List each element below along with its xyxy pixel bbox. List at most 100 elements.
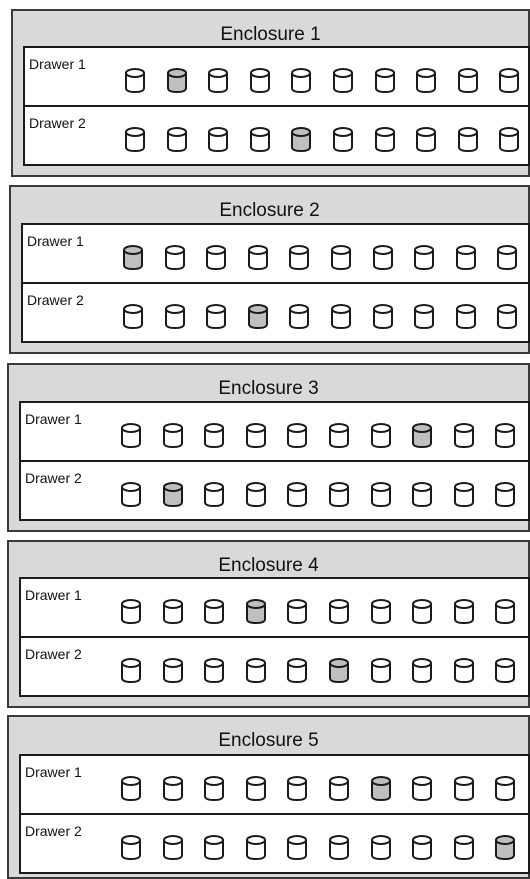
drawer-1: Drawer 1: [19, 754, 530, 815]
disk-icon: [286, 481, 308, 508]
disk-icon: [374, 126, 396, 153]
drawer-label: Drawer 2: [29, 115, 86, 131]
enclosure-3: Enclosure 3 Drawer 1 Drawer 2: [7, 363, 530, 532]
disk-icon: [124, 126, 146, 153]
disk-icon: [205, 303, 227, 330]
disk-icon: [411, 657, 433, 684]
disk-icon: [494, 598, 516, 625]
disk-icon: [120, 657, 142, 684]
disk-icon: [370, 657, 392, 684]
disk-icon: [411, 481, 433, 508]
drawer-2: Drawer 2: [23, 105, 530, 166]
disk-highlighted-icon: [162, 481, 184, 508]
drawer-label: Drawer 2: [25, 646, 82, 662]
disk-highlighted-icon: [245, 598, 267, 625]
disk-icon: [162, 422, 184, 449]
disk-icon: [330, 303, 352, 330]
drawer-label: Drawer 1: [25, 764, 82, 780]
enclosure-5: Enclosure 5 Drawer 1 Drawer 2: [7, 715, 530, 879]
disk-highlighted-icon: [166, 67, 188, 94]
disk-icon: [203, 657, 225, 684]
disk-icon: [498, 126, 520, 153]
disk-icon: [162, 598, 184, 625]
disk-icon: [245, 657, 267, 684]
drawer-1: Drawer 1: [19, 577, 530, 638]
disk-icon: [372, 303, 394, 330]
disk-highlighted-icon: [290, 126, 312, 153]
disk-icon: [453, 775, 475, 802]
disk-icon: [245, 775, 267, 802]
disk-icon: [457, 126, 479, 153]
disk-icon: [203, 775, 225, 802]
disk-icon: [120, 834, 142, 861]
disk-icon: [120, 775, 142, 802]
disk-icon: [124, 67, 146, 94]
disk-icon: [411, 775, 433, 802]
disk-icon: [203, 481, 225, 508]
drawer-label: Drawer 1: [27, 233, 84, 249]
disk-highlighted-icon: [494, 834, 516, 861]
disk-icon: [453, 422, 475, 449]
disk-highlighted-icon: [411, 422, 433, 449]
disk-icon: [120, 481, 142, 508]
disk-icon: [411, 598, 433, 625]
disk-icon: [415, 126, 437, 153]
disk-icon: [457, 67, 479, 94]
disk-icon: [370, 481, 392, 508]
disk-icon: [162, 775, 184, 802]
disk-icon: [370, 598, 392, 625]
disk-icon: [496, 303, 518, 330]
disk-icon: [245, 834, 267, 861]
disk-icon: [415, 67, 437, 94]
disk-icon: [290, 67, 312, 94]
disk-icon: [413, 244, 435, 271]
disk-icon: [286, 657, 308, 684]
disk-icon: [494, 657, 516, 684]
disk-icon: [120, 422, 142, 449]
disk-icon: [247, 244, 269, 271]
disk-icon: [455, 244, 477, 271]
enclosure-title: Enclosure 4: [218, 555, 319, 576]
disk-icon: [203, 834, 225, 861]
disk-highlighted-icon: [328, 657, 350, 684]
disk-icon: [328, 481, 350, 508]
disk-icon: [332, 126, 354, 153]
disk-icon: [164, 303, 186, 330]
disk-icon: [332, 67, 354, 94]
disk-icon: [286, 834, 308, 861]
drawer-1: Drawer 1: [19, 401, 530, 462]
drawer-label: Drawer 1: [25, 587, 82, 603]
disk-icon: [207, 67, 229, 94]
drawer-label: Drawer 2: [25, 823, 82, 839]
drawer-2: Drawer 2: [21, 282, 530, 343]
disk-icon: [203, 598, 225, 625]
disk-highlighted-icon: [247, 303, 269, 330]
disk-highlighted-icon: [370, 775, 392, 802]
disk-icon: [205, 244, 227, 271]
disk-icon: [249, 67, 271, 94]
disk-icon: [411, 834, 433, 861]
enclosure-2: Enclosure 2 Drawer 1 Drawer 2: [9, 185, 530, 354]
enclosure-title: Enclosure 5: [218, 730, 319, 751]
drawer-2: Drawer 2: [19, 636, 530, 697]
disk-icon: [245, 481, 267, 508]
disk-icon: [372, 244, 394, 271]
disk-icon: [496, 244, 518, 271]
enclosure-title: Enclosure 1: [220, 24, 321, 45]
disk-icon: [328, 598, 350, 625]
disk-icon: [288, 303, 310, 330]
disk-icon: [453, 657, 475, 684]
disk-icon: [245, 422, 267, 449]
disk-icon: [455, 303, 477, 330]
disk-icon: [413, 303, 435, 330]
disk-highlighted-icon: [122, 244, 144, 271]
drawer-label: Drawer 2: [25, 470, 82, 486]
drawer-label: Drawer 1: [25, 411, 82, 427]
disk-icon: [328, 775, 350, 802]
drawer-1: Drawer 1: [21, 223, 530, 284]
drawer-1: Drawer 1: [23, 46, 530, 107]
disk-icon: [494, 775, 516, 802]
disk-icon: [162, 834, 184, 861]
disk-icon: [494, 422, 516, 449]
disk-icon: [249, 126, 271, 153]
